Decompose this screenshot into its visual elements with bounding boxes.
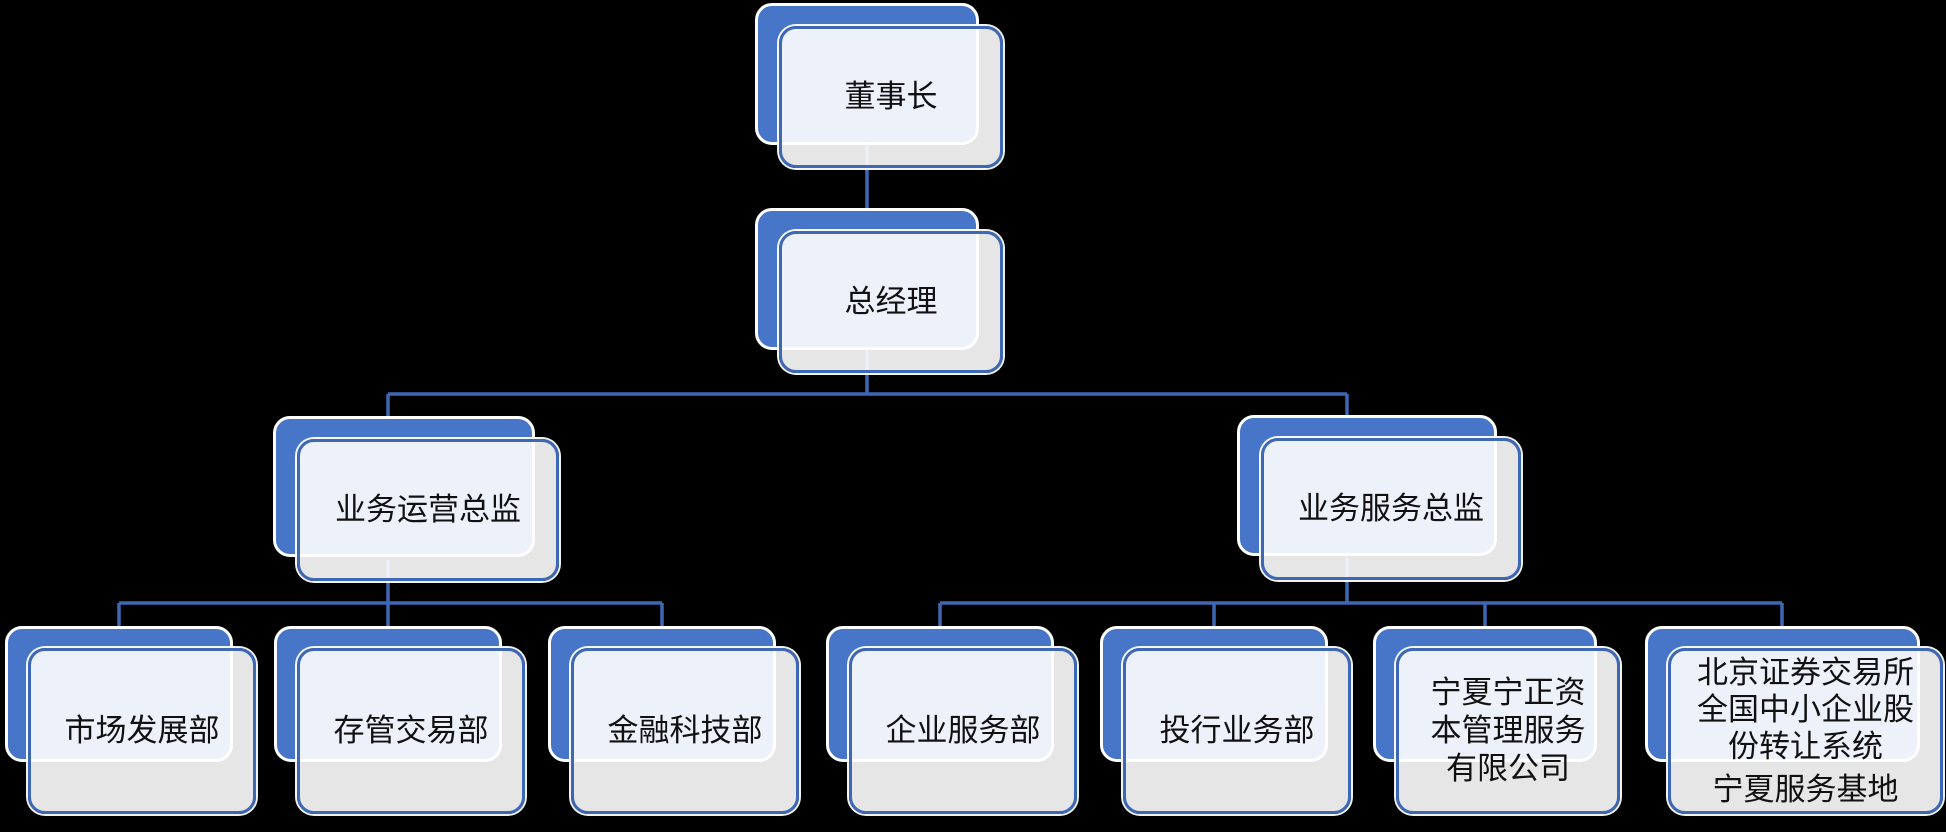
node-service-director-card: 业务服务总监 xyxy=(1261,438,1521,580)
node-chairman-card: 董事长 xyxy=(779,26,1003,168)
node-market-dev-label: 市场发展部 xyxy=(64,713,220,748)
node-investment-banking-card: 投行业务部 xyxy=(1123,648,1351,814)
node-chairman-label: 董事长 xyxy=(844,79,938,114)
node-enterprise-service-label: 企业服务部 xyxy=(885,713,1041,748)
node-custody-trading-label: 存管交易部 xyxy=(333,713,489,748)
node-fintech-label: 金融科技部 xyxy=(607,713,763,748)
node-ningzheng-capital-label: 宁夏宁正资 本管理服务 有限公司 xyxy=(1430,675,1586,786)
node-bse-base-card: 北京证券交易所 全国中小企业股 份转让系统 宁夏服务基地 xyxy=(1668,648,1943,814)
node-investment-banking-label: 投行业务部 xyxy=(1159,713,1315,748)
node-ningzheng-capital-card: 宁夏宁正资 本管理服务 有限公司 xyxy=(1396,648,1620,814)
node-enterprise-service-card: 企业服务部 xyxy=(849,648,1077,814)
node-ops-director-label: 业务运营总监 xyxy=(335,492,521,527)
node-general-manager-card: 总经理 xyxy=(779,231,1003,373)
node-bse-base-sublabel: 宁夏服务基地 xyxy=(1712,772,1899,807)
node-service-director-label: 业务服务总监 xyxy=(1298,491,1484,526)
node-ops-director-card: 业务运营总监 xyxy=(297,439,559,581)
node-fintech-card: 金融科技部 xyxy=(571,648,799,814)
node-general-manager-label: 总经理 xyxy=(844,284,938,319)
node-market-dev-card: 市场发展部 xyxy=(28,648,256,814)
node-bse-base-label: 北京证券交易所 全国中小企业股 份转让系统 xyxy=(1697,655,1914,764)
node-custody-trading-card: 存管交易部 xyxy=(297,648,525,814)
